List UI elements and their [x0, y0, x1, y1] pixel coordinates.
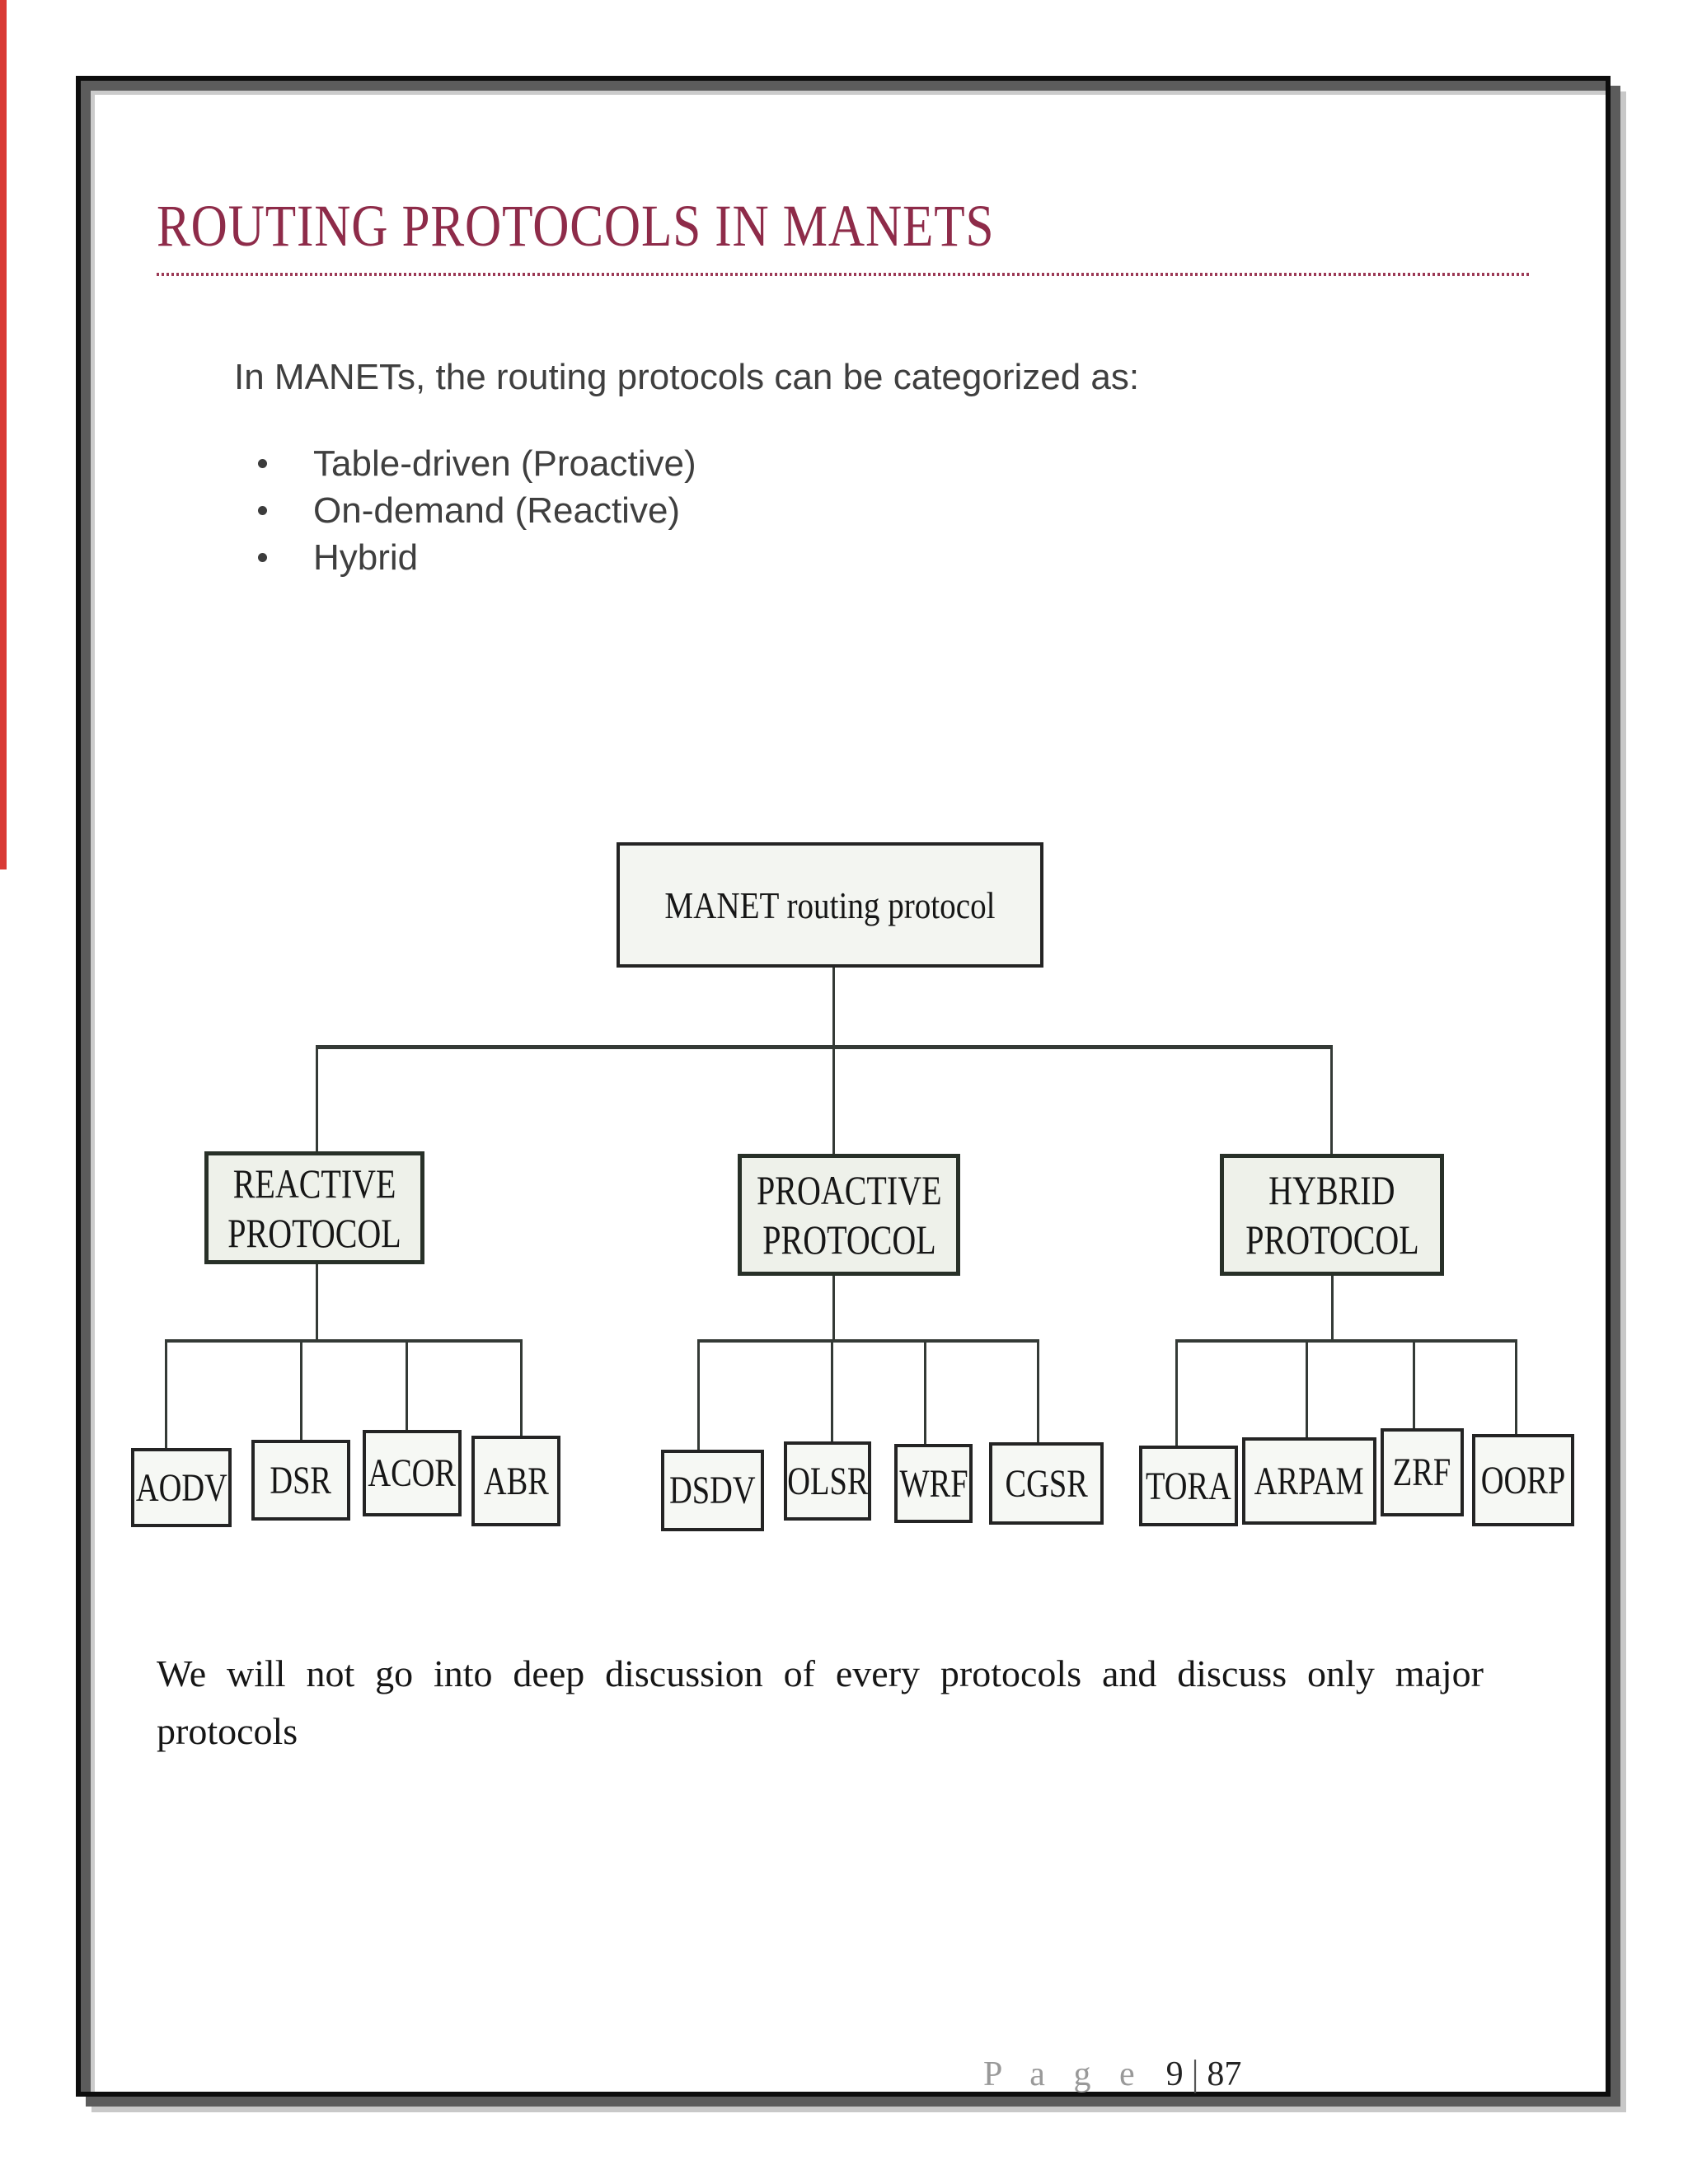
tree-line — [1306, 1339, 1308, 1437]
tree-line — [165, 1339, 167, 1448]
node-label: ABR — [483, 1459, 549, 1503]
node-label: ACOR — [368, 1451, 457, 1495]
tree-line — [1413, 1339, 1415, 1428]
node-tora: TORA — [1139, 1446, 1238, 1526]
tree-line — [165, 1339, 522, 1343]
node-dsr: DSR — [251, 1440, 350, 1521]
node-label: PROTOCOL — [762, 1216, 936, 1263]
tree-line — [520, 1339, 523, 1436]
tree-line — [316, 1045, 1333, 1049]
sheet-bevel — [81, 81, 1606, 91]
sheet-bevel — [91, 91, 95, 2092]
node-label: DSDV — [669, 1469, 756, 1512]
bullet-label: On-demand (Reactive) — [313, 490, 681, 531]
node-label: OLSR — [786, 1459, 869, 1503]
node-cgsr: CGSR — [989, 1442, 1104, 1525]
tree-line — [924, 1339, 926, 1444]
node-label: PROACTIVE — [756, 1167, 942, 1213]
sheet-bevel — [81, 81, 91, 2092]
page-footer: P a g e 9 | 87 — [983, 2052, 1241, 2094]
footer-page-current: 9 — [1165, 2055, 1184, 2093]
bullet-item: On-demand (Reactive) — [258, 487, 680, 534]
node-aodv: AODV — [131, 1448, 232, 1527]
sheet-bevel — [91, 91, 1606, 95]
footer-page-label: P a g e — [983, 2055, 1145, 2093]
closing-paragraph: We will not go into deep discussion of e… — [157, 1645, 1484, 1760]
tree-line — [1175, 1339, 1517, 1343]
tree-line — [300, 1339, 302, 1440]
node-label: WRF — [898, 1461, 968, 1506]
tree-line — [697, 1339, 1039, 1343]
tree-line — [1515, 1339, 1517, 1434]
node-label: PROTOCOL — [227, 1209, 401, 1256]
bullet-icon — [258, 506, 267, 515]
tree-line — [316, 1045, 318, 1151]
node-manet-routing-protocol: MANET routing protocol — [617, 842, 1043, 968]
node-abr: ABR — [471, 1436, 560, 1526]
bullet-icon — [258, 459, 267, 468]
tree-line — [1037, 1339, 1039, 1442]
node-hybrid-protocol: HYBRID PROTOCOL — [1220, 1154, 1444, 1276]
closing-line: protocols — [157, 1710, 298, 1752]
tree-line — [831, 1339, 833, 1441]
footer-page-separator: | — [1191, 2053, 1199, 2093]
node-label: PROTOCOL — [1245, 1216, 1419, 1263]
tree-line — [1331, 1276, 1334, 1342]
node-proactive-protocol: PROACTIVE PROTOCOL — [738, 1154, 960, 1276]
tree-line — [832, 968, 835, 1048]
bullet-item: Table-driven (Proactive) — [258, 440, 696, 487]
page-sheet — [76, 76, 1611, 2097]
title-dotted-rule — [157, 273, 1530, 276]
bullet-icon — [258, 553, 267, 562]
node-label: MANET routing protocol — [664, 883, 996, 926]
bullet-label: Table-driven (Proactive) — [313, 443, 696, 484]
tree-line — [697, 1339, 700, 1450]
left-edge-red-mark — [0, 0, 7, 869]
node-label: CGSR — [1005, 1461, 1088, 1506]
bullet-item: Hybrid — [258, 534, 418, 581]
node-reactive-protocol: REACTIVE PROTOCOL — [204, 1151, 424, 1264]
intro-text: In MANETs, the routing protocols can be … — [234, 357, 1140, 397]
node-arpam: ARPAM — [1242, 1437, 1376, 1525]
bullet-label: Hybrid — [313, 537, 419, 578]
page-title: ROUTING PROTOCOLS IN MANETS — [157, 193, 995, 259]
tree-line — [832, 1045, 835, 1154]
tree-line — [1175, 1339, 1178, 1446]
footer-page-total: 87 — [1207, 2055, 1242, 2093]
node-oorp: OORP — [1472, 1434, 1574, 1526]
tree-line — [832, 1276, 835, 1342]
node-label: OORP — [1480, 1458, 1566, 1502]
node-label: ZRF — [1393, 1451, 1451, 1494]
node-acor: ACOR — [363, 1430, 462, 1516]
node-label: ARPAM — [1254, 1459, 1365, 1503]
tree-line — [406, 1339, 408, 1430]
tree-line — [316, 1264, 318, 1342]
node-dsdv: DSDV — [661, 1450, 764, 1531]
tree-line — [1330, 1045, 1333, 1154]
node-label: REACTIVE — [232, 1160, 396, 1207]
node-label: AODV — [135, 1465, 227, 1510]
node-label: HYBRID — [1268, 1167, 1395, 1213]
node-label: DSR — [270, 1458, 332, 1502]
node-label: TORA — [1146, 1464, 1231, 1508]
node-olsr: OLSR — [784, 1441, 871, 1521]
closing-line: We will not go into deep discussion of e… — [157, 1652, 1484, 1694]
node-wrf: WRF — [894, 1444, 973, 1523]
node-zrf: ZRF — [1381, 1428, 1464, 1516]
